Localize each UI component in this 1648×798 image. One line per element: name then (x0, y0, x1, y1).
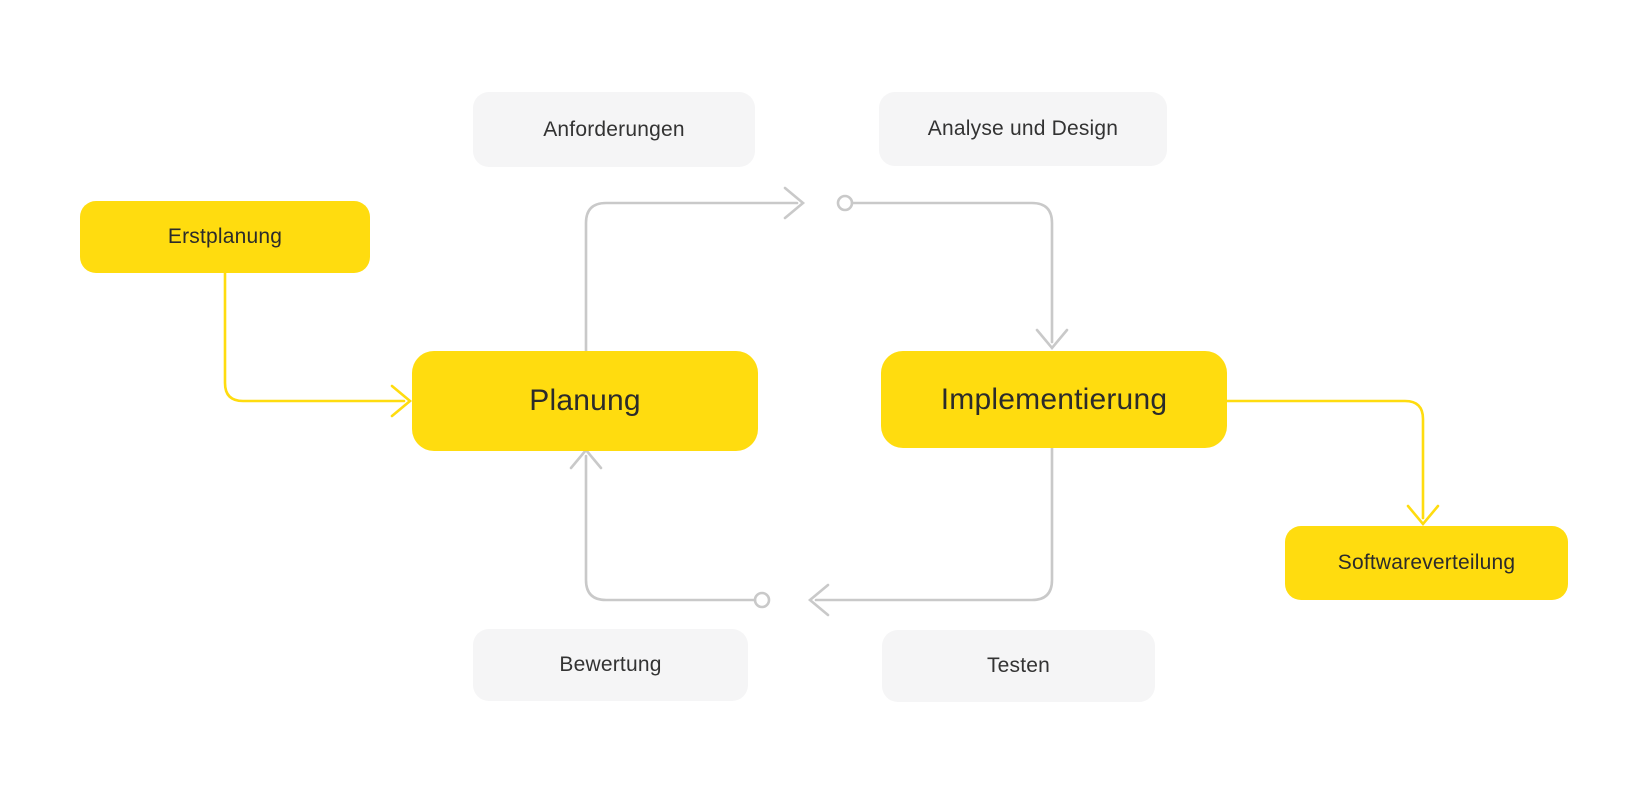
edge-implementierung-to-testen (814, 446, 1054, 602)
connector-dot-icon (753, 591, 771, 609)
arrow-down-icon (1035, 328, 1069, 351)
edge-analyse-to-implementierung (850, 201, 1054, 344)
edge-implementierung-to-softwareverteilung (1225, 399, 1425, 520)
arrow-right-icon (390, 384, 413, 418)
arrow-right-icon (783, 186, 806, 220)
arrow-left-icon (807, 583, 830, 617)
node-analyse-und-design-label: Analyse und Design (927, 117, 1119, 140)
node-analyse-und-design[interactable]: Analyse und Design (879, 92, 1167, 166)
node-implementierung[interactable]: Implementierung (881, 351, 1227, 448)
node-bewertung-label: Bewertung (559, 653, 662, 676)
node-erstplanung-label: Erstplanung (167, 225, 283, 248)
node-erstplanung[interactable]: Erstplanung (80, 201, 370, 273)
edge-erstplanung-to-planung (223, 271, 406, 403)
node-bewertung[interactable]: Bewertung (473, 629, 748, 701)
node-testen[interactable]: Testen (882, 630, 1155, 702)
node-implementierung-label: Implementierung (940, 382, 1168, 416)
node-testen-label: Testen (986, 654, 1051, 677)
node-anforderungen-label: Anforderungen (543, 117, 685, 141)
edge-bewertung-to-planung (584, 454, 757, 602)
node-planung[interactable]: Planung (412, 351, 758, 451)
node-planung-label: Planung (529, 384, 641, 417)
arrow-down-icon (1406, 504, 1440, 527)
node-softwareverteilung-label: Softwareverteilung (1337, 551, 1516, 574)
connector-dot-icon (836, 194, 854, 212)
node-anforderungen[interactable]: Anforderungen (473, 92, 755, 167)
edge-planung-to-anforderungen (584, 201, 799, 353)
node-softwareverteilung[interactable]: Softwareverteilung (1285, 526, 1568, 600)
